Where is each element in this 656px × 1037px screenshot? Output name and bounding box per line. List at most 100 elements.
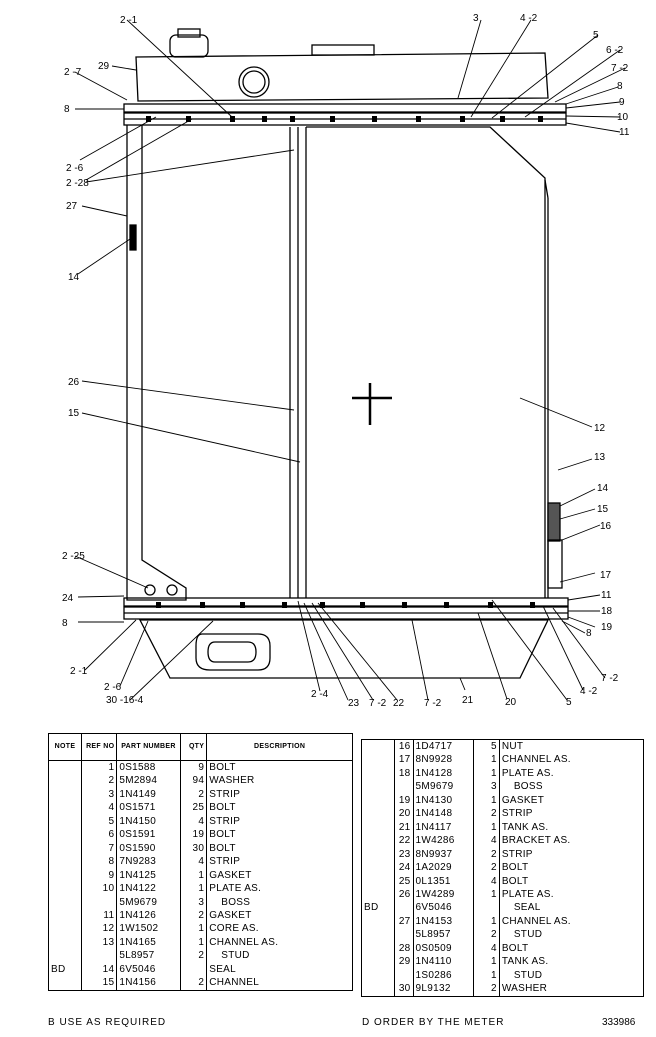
cell-desc: STRIP [501, 848, 533, 860]
header-description: DESCRIPTION [206, 733, 353, 761]
cell-part: 0S1571 [119, 802, 156, 814]
cell-desc: STRIP [209, 788, 241, 800]
top-tank [135, 28, 549, 102]
bottom-plate [123, 597, 569, 620]
callout-15-left: 15 [68, 408, 80, 419]
header-part: PART NUMBER [116, 733, 181, 761]
cell-qty: 1 [472, 968, 500, 983]
callout-7-2-b2: 7 -2 [424, 698, 442, 709]
callout-6-2: 6 -2 [606, 45, 624, 56]
callout-29: 29 [98, 61, 110, 72]
leader-lines [74, 19, 626, 701]
cell-qty: 2 [179, 787, 208, 802]
cell-part: 1N4149 [119, 788, 157, 800]
cell-part: 1D4717 [415, 741, 453, 752]
cell-qty [472, 901, 500, 915]
cell-desc: BOLT [501, 942, 529, 954]
cell-desc: CORE AS. [209, 923, 259, 935]
cell-part: 1N4150 [119, 815, 157, 827]
cell-qty: 2 [472, 847, 500, 862]
cell-ref: 11 [80, 908, 118, 923]
cell-part: 0S0509 [415, 942, 452, 954]
cell-desc: GASKET [209, 869, 252, 881]
cell-part: 1N4122 [119, 883, 157, 895]
cell-note [49, 949, 82, 962]
callout-30-16-4: 30 -16-4 [106, 695, 144, 706]
cell-part: 1A2029 [415, 862, 452, 874]
callout-14-left: 14 [68, 272, 80, 283]
cell-qty: 2 [179, 976, 208, 991]
cell-ref: 17 [393, 753, 414, 767]
cell-desc: STUD [513, 929, 543, 941]
callout-3: 3 [473, 13, 479, 24]
cell-note [49, 828, 82, 841]
parts-table-left: NOTE REF NO PART NUMBER QTY DESCRIPTION … [48, 733, 353, 991]
cell-part: 0S1588 [119, 762, 156, 773]
cell-note [362, 942, 395, 955]
callout-5-bottom: 5 [566, 697, 572, 708]
callout-8-bottom-left: 8 [62, 618, 68, 629]
cell-qty: 2 [472, 928, 500, 942]
cell-ref: 13 [80, 935, 118, 950]
cell-ref: 21 [393, 820, 414, 835]
cell-note [362, 807, 395, 820]
callout-22: 22 [393, 698, 405, 709]
cell-note [49, 774, 82, 787]
cell-ref: 25 [393, 874, 414, 888]
cell-qty: 1 [179, 935, 208, 950]
cell-part: 5M9679 [119, 896, 158, 908]
cell-qty: 1 [472, 753, 500, 767]
bolt-icon [144, 584, 156, 596]
cell-part: 9L9132 [415, 983, 451, 995]
cell-ref: 24 [393, 861, 414, 875]
cell-qty: 1 [472, 820, 500, 835]
cell-ref: 12 [80, 922, 118, 936]
cell-desc: WASHER [209, 775, 255, 787]
cell-desc: NUT [501, 741, 524, 752]
cell-ref: 15 [80, 976, 118, 991]
cell-qty: 94 [179, 774, 208, 788]
footnote-d: D ORDER BY THE METER [362, 1017, 505, 1028]
callout-9: 9 [619, 97, 625, 108]
cell-qty: 25 [179, 801, 208, 815]
cell-ref: 22 [393, 834, 414, 848]
cell-note [362, 875, 395, 888]
cell-note [49, 801, 82, 814]
cell-part: 0L1351 [415, 875, 451, 887]
cell-note [49, 842, 82, 855]
header-note: NOTE [48, 733, 82, 761]
bottom-tank [138, 619, 550, 679]
cell-desc: SEAL [513, 902, 541, 914]
callout-2-7: 2 -7 [64, 67, 82, 78]
cell-part: 6V5046 [415, 902, 452, 914]
cell-qty: 2 [472, 807, 500, 821]
cell-ref: 3 [80, 787, 118, 802]
cell-desc: PLATE AS. [501, 888, 554, 900]
cell-note [49, 815, 82, 828]
cell-part: 8N9937 [415, 848, 453, 860]
cell-ref: 10 [80, 882, 118, 896]
cell-desc: STRIP [501, 808, 533, 820]
cell-desc: BOSS [221, 896, 251, 908]
cell-qty: 5 [472, 739, 500, 754]
cell-part: 5M2894 [119, 775, 158, 787]
cell-note [49, 882, 82, 895]
cell-qty: 1 [179, 868, 208, 883]
cell-qty: 19 [179, 828, 208, 842]
cell-part: 1N4126 [119, 909, 157, 921]
callout-13: 13 [594, 452, 606, 463]
cell-ref: 18 [393, 766, 414, 781]
callout-8-bottom-right: 8 [586, 628, 592, 639]
cell-qty: 1 [472, 793, 500, 808]
